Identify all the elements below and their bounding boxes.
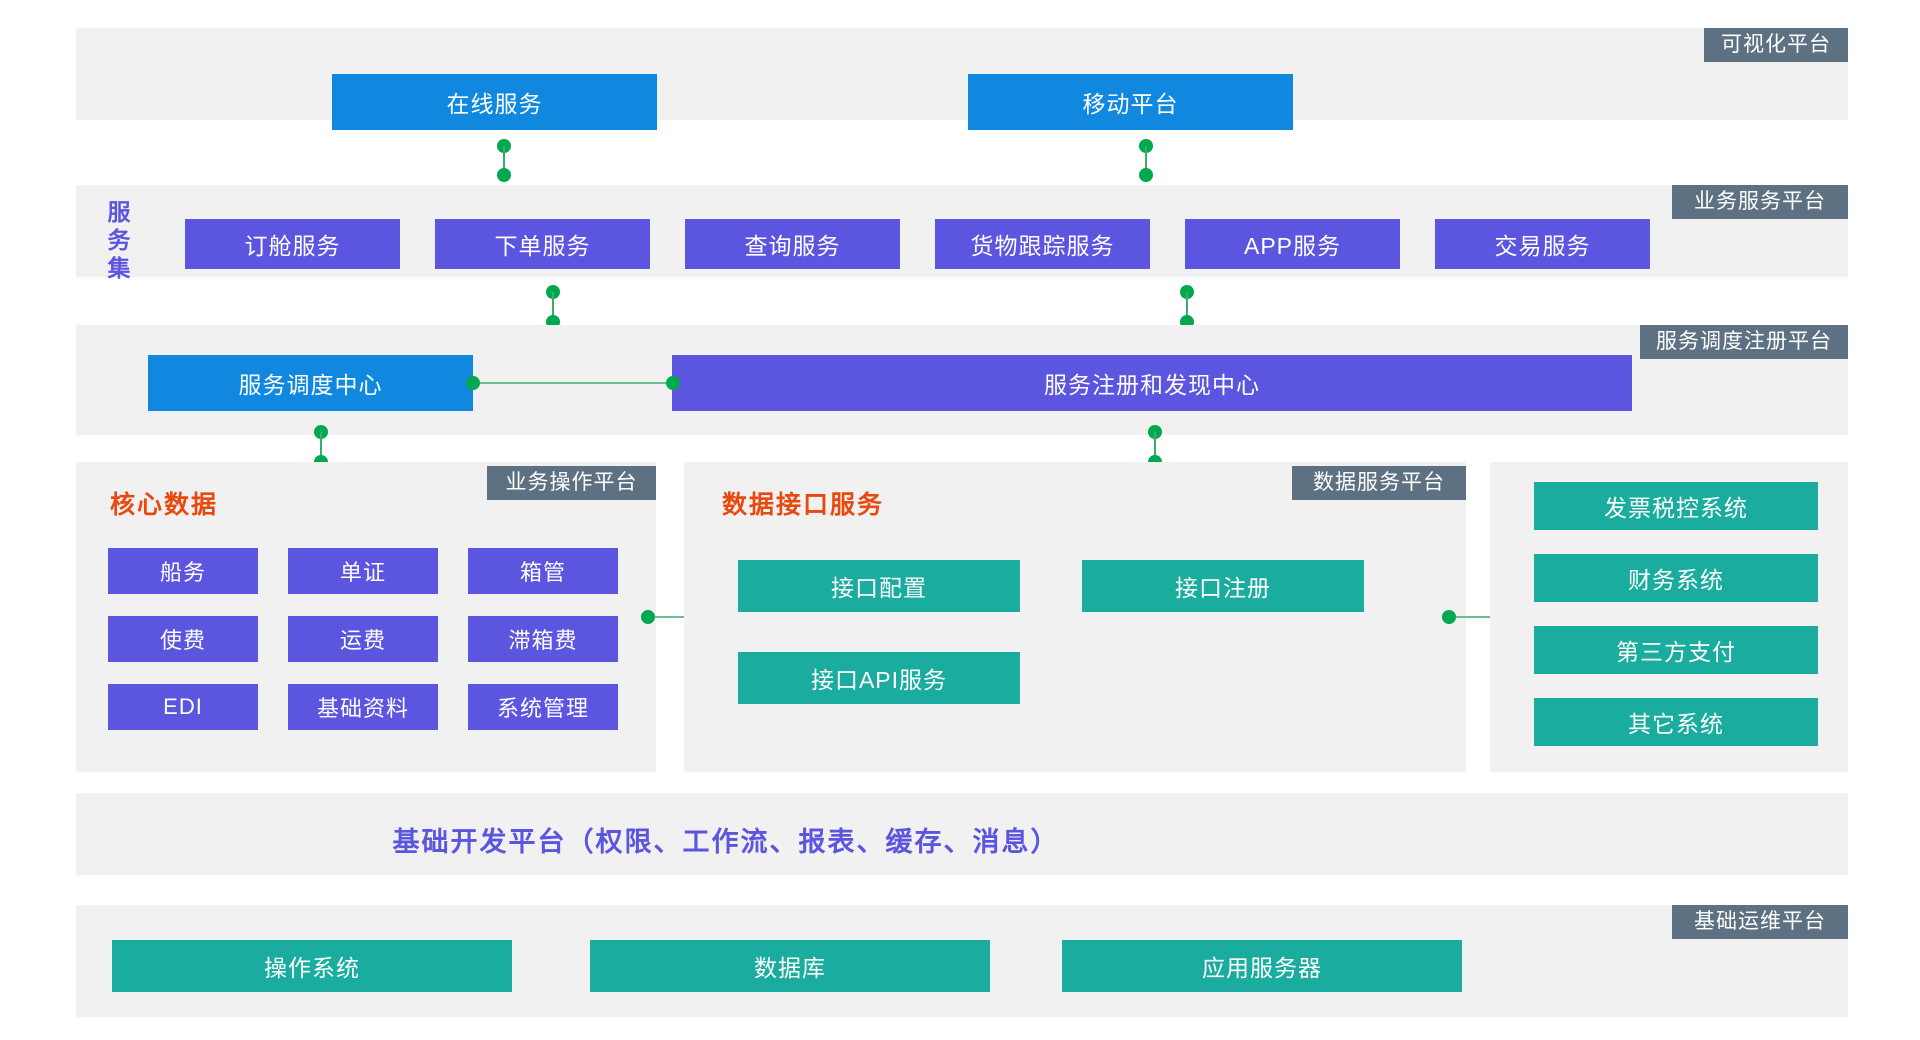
cargo-tracking-service-box[interactable]: 货物跟踪服务 — [935, 219, 1150, 269]
freight-fee-box[interactable]: 运费 — [288, 616, 438, 662]
core-data-heading: 核心数据 — [110, 491, 219, 519]
system-management-box[interactable]: 系统管理 — [468, 684, 618, 730]
service-registry-discovery-center-box[interactable]: 服务注册和发现中心 — [672, 355, 1632, 411]
connector-line — [1145, 146, 1147, 171]
business-service-platform-tag: 业务服务平台 — [1672, 185, 1848, 219]
usage-fee-box[interactable]: 使费 — [108, 616, 258, 662]
application-server-box[interactable]: 应用服务器 — [1062, 940, 1462, 992]
interface-registry-box[interactable]: 接口注册 — [1082, 560, 1364, 612]
connector-dot — [666, 376, 680, 390]
query-service-box[interactable]: 查询服务 — [685, 219, 900, 269]
third-party-payment-box[interactable]: 第三方支付 — [1534, 626, 1818, 674]
interface-api-service-box[interactable]: 接口API服务 — [738, 652, 1020, 704]
app-service-box[interactable]: APP服务 — [1185, 219, 1400, 269]
finance-system-box[interactable]: 财务系统 — [1534, 554, 1818, 602]
connector-line — [655, 616, 693, 618]
business-operation-platform-tag: 业务操作平台 — [487, 466, 656, 500]
interface-config-box[interactable]: 接口配置 — [738, 560, 1020, 612]
data-service-platform-tag: 数据服务平台 — [1292, 466, 1466, 500]
database-box[interactable]: 数据库 — [590, 940, 990, 992]
connector-line — [1186, 292, 1188, 318]
infrastructure-platform-tag: 基础运维平台 — [1672, 905, 1848, 939]
connector-line — [1456, 616, 1494, 618]
shipping-affairs-box[interactable]: 船务 — [108, 548, 258, 594]
service-registry-platform-tag: 服务调度注册平台 — [1640, 325, 1848, 359]
service-set-label: 服务集 — [107, 199, 131, 281]
connector-line — [1154, 432, 1156, 458]
base-development-platform-band — [76, 793, 1848, 875]
edi-box[interactable]: EDI — [108, 684, 258, 730]
visualization-platform-tag: 可视化平台 — [1704, 28, 1848, 62]
connector-line — [480, 382, 676, 384]
trade-service-box[interactable]: 交易服务 — [1435, 219, 1650, 269]
booking-service-box[interactable]: 订舱服务 — [185, 219, 400, 269]
order-service-box[interactable]: 下单服务 — [435, 219, 650, 269]
connector-dot — [1139, 168, 1153, 182]
mobile-platform-box[interactable]: 移动平台 — [968, 74, 1293, 130]
invoice-tax-system-box[interactable]: 发票税控系统 — [1534, 482, 1818, 530]
connector-dot — [1442, 610, 1456, 624]
base-development-platform-text: 基础开发平台（权限、工作流、报表、缓存、消息） — [392, 827, 1060, 857]
documents-box[interactable]: 单证 — [288, 548, 438, 594]
connector-dot — [466, 376, 480, 390]
connector-dot — [641, 610, 655, 624]
online-service-box[interactable]: 在线服务 — [332, 74, 657, 130]
connector-line — [503, 146, 505, 171]
connector-line — [552, 292, 554, 318]
basic-data-box[interactable]: 基础资料 — [288, 684, 438, 730]
data-interface-service-heading: 数据接口服务 — [722, 491, 885, 519]
data-service-platform-panel — [684, 462, 1466, 772]
container-management-box[interactable]: 箱管 — [468, 548, 618, 594]
service-dispatch-center-box[interactable]: 服务调度中心 — [148, 355, 473, 411]
other-systems-box[interactable]: 其它系统 — [1534, 698, 1818, 746]
operating-system-box[interactable]: 操作系统 — [112, 940, 512, 992]
demurrage-fee-box[interactable]: 滞箱费 — [468, 616, 618, 662]
connector-line — [320, 432, 322, 458]
connector-dot — [497, 168, 511, 182]
